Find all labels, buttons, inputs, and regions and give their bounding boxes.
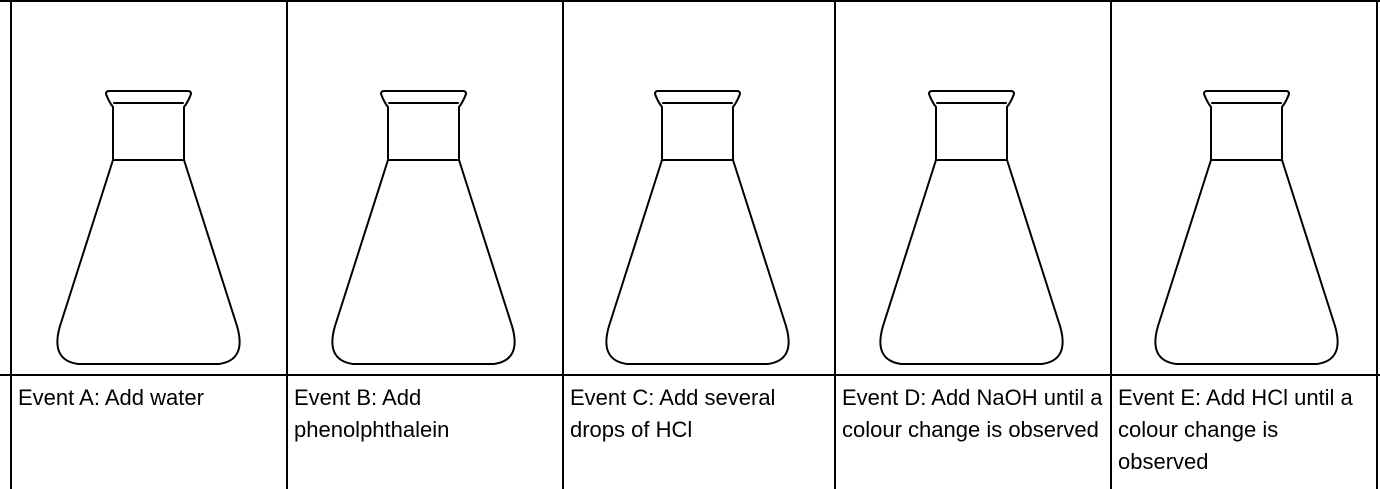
flask-cell-c [564, 2, 834, 374]
table-left-border [10, 0, 12, 489]
erlenmeyer-flask-icon [56, 90, 241, 365]
event-caption: Event C: Add several drops of HCl [570, 385, 776, 442]
erlenmeyer-flask-icon [1154, 90, 1339, 365]
flask-cell-b [288, 2, 562, 374]
table-column-divider [286, 0, 288, 489]
table-right-border [1376, 0, 1378, 489]
table-column-divider [834, 0, 836, 489]
flask-cell-a [12, 2, 286, 374]
flask-cell-d [836, 2, 1110, 374]
erlenmeyer-flask-icon [331, 90, 516, 365]
erlenmeyer-flask-icon [879, 90, 1064, 365]
table-column-divider [562, 0, 564, 489]
table-row-divider [0, 374, 1380, 376]
flask-cell-e [1112, 2, 1376, 374]
event-caption: Event B: Add phenolphthalein [294, 385, 450, 442]
caption-cell-b: Event B: Add phenolphthalein [288, 376, 562, 489]
caption-cell-d: Event D: Add NaOH until a colour change … [836, 376, 1110, 489]
caption-cell-a: Event A: Add water [12, 376, 286, 489]
caption-cell-e: Event E: Add HCl until a colour change i… [1112, 376, 1376, 489]
event-caption: Event D: Add NaOH until a colour change … [842, 385, 1103, 442]
event-caption: Event A: Add water [18, 385, 204, 410]
table-column-divider [1110, 0, 1112, 489]
caption-cell-c: Event C: Add several drops of HCl [564, 376, 834, 489]
event-caption: Event E: Add HCl until a colour change i… [1118, 385, 1353, 474]
erlenmeyer-flask-icon [605, 90, 790, 365]
table-top-border [0, 0, 1380, 2]
